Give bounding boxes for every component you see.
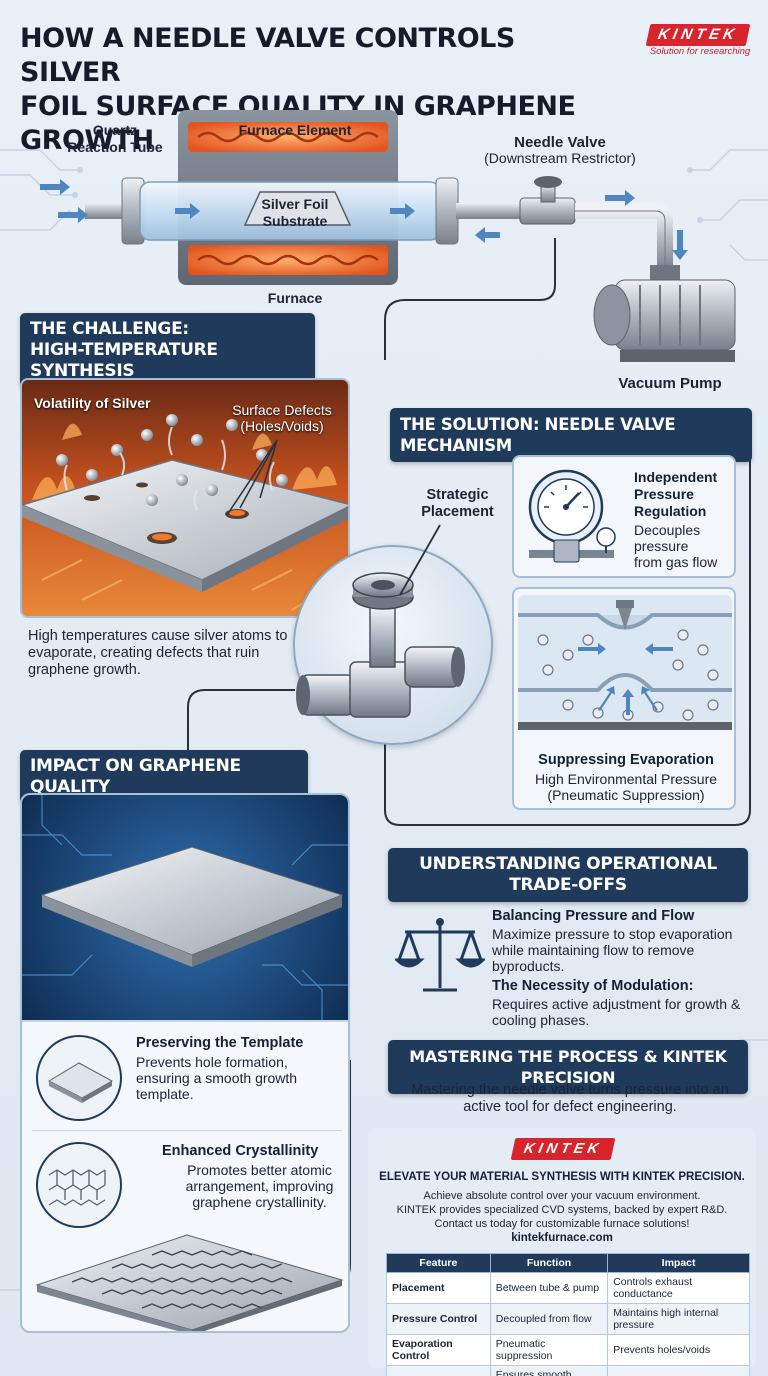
- tradeoffs-heading: UNDERSTANDING OPERATIONAL TRADE-OFFS: [388, 848, 748, 902]
- modulation-body: Requires active adjustment for growth & …: [492, 996, 741, 1028]
- pressure-gauge-icon: [528, 469, 616, 563]
- graphene-lattice-illustration: [35, 1234, 344, 1331]
- label-strategic-placement: Strategic Placement: [421, 487, 494, 520]
- solution-heading: THE SOLUTION: NEEDLE VALVE MECHANISM: [390, 408, 752, 462]
- needle-valve-detail: [293, 545, 493, 745]
- modulation-title: The Necessity of Modulation:: [492, 978, 694, 994]
- table-cell: Decoupled from flow: [489, 1303, 609, 1335]
- cta-panel: KINTEK ELEVATE YOUR MATERIAL SYNTHESIS W…: [368, 1128, 756, 1376]
- label-vacuum-pump: Vacuum Pump: [618, 375, 722, 392]
- table-cell: Placement: [386, 1272, 491, 1304]
- cta-headline: ELEVATE YOUR MATERIAL SYNTHESIS WITH KIN…: [379, 1171, 745, 1183]
- pneumatic-suppression-diagram: [518, 595, 732, 730]
- label-furnace: Furnace: [267, 290, 323, 306]
- table-cell: Maintains high internal pressure: [607, 1303, 750, 1335]
- smooth-foil-illustration: [22, 795, 348, 1020]
- balance-body: Maximize pressure to stop evaporation wh…: [492, 926, 733, 974]
- table-cell: Ensures smooth template: [489, 1365, 609, 1376]
- table-cell: Enhances crystallinity: [607, 1365, 750, 1376]
- table-header-row: Feature Function Impact: [386, 1253, 750, 1273]
- suppressing-evaporation-panel: Suppressing Evaporation High Environment…: [512, 587, 736, 810]
- table-row: Surface Integrity Ensures smooth templat…: [386, 1365, 750, 1376]
- table-header: Feature: [386, 1253, 491, 1273]
- table-cell: Controls exhaust conductance: [607, 1272, 750, 1304]
- template-title: Preserving the Template: [136, 1035, 304, 1051]
- independent-pressure-panel: Independent Pressure Regulation Decouple…: [512, 455, 736, 578]
- balance-scale-icon: [395, 918, 485, 992]
- table-cell: Pressure Control: [386, 1303, 491, 1335]
- cta-kintek-logo[interactable]: KINTEK: [510, 1138, 616, 1160]
- table-row: Evaporation Control Pneumatic suppressio…: [386, 1334, 750, 1366]
- challenge-heading: THE CHALLENGE: HIGH-TEMPERATURE SYNTHESI…: [20, 313, 315, 388]
- label-furnace-element: Furnace Element: [238, 122, 352, 138]
- crystal-title: Enhanced Crystallinity: [162, 1143, 319, 1159]
- impact-panel: Preserving the Template Prevents hole fo…: [20, 793, 350, 1333]
- table-cell: Between tube & pump: [489, 1272, 609, 1304]
- mastering-body: Mastering the needle valve turns pressur…: [411, 1082, 729, 1115]
- silver-foil: [243, 191, 352, 226]
- label-needle-valve-sub: (Downstream Restrictor): [484, 150, 636, 166]
- crystal-body: Promotes better atomic arrangement, impr…: [185, 1162, 334, 1210]
- label-silver-foil: Silver Foil Substrate: [261, 196, 329, 229]
- table-header: Impact: [607, 1253, 750, 1273]
- challenge-illustration: Volatility of Silver Surface Defects (Ho…: [20, 378, 350, 618]
- cta-body: Achieve absolute control over your vacuu…: [396, 1190, 728, 1230]
- table-header: Function: [489, 1253, 609, 1273]
- table-cell: Pneumatic suppression: [489, 1334, 609, 1366]
- label-volatility: Volatility of Silver: [34, 395, 151, 411]
- suppress-body: High Environmental Pressure (Pneumatic S…: [534, 771, 718, 803]
- label-quartz-tube: Quartz Reaction Tube: [67, 122, 163, 155]
- process-diagram: [40, 110, 736, 362]
- challenge-caption: High temperatures cause silver atoms to …: [28, 628, 288, 678]
- feature-table-wrap: Feature Function Impact Placement Betwee…: [386, 1253, 750, 1376]
- table-cell: Surface Integrity: [386, 1365, 491, 1376]
- independent-body: Decouples pressure from gas flow: [634, 522, 718, 570]
- suppress-title: Suppressing Evaporation: [538, 752, 714, 768]
- template-body: Prevents hole formation, ensuring a smoo…: [136, 1054, 298, 1102]
- smooth-template-icon: [36, 1035, 122, 1121]
- needle-valve-icon: [296, 572, 465, 718]
- table-row: Placement Between tube & pump Controls e…: [386, 1272, 750, 1304]
- page-title: HOW A NEEDLE VALVE CONTROLS SILVER FOIL …: [20, 23, 576, 156]
- cta-url-link[interactable]: kintekfurnace.com: [511, 1232, 613, 1244]
- label-surface-defects: Surface Defects (Holes/Voids): [232, 402, 332, 434]
- mastering-heading: MASTERING THE PROCESS & KINTEK PRECISION: [388, 1040, 748, 1094]
- feature-table: Feature Function Impact Placement Betwee…: [386, 1253, 750, 1376]
- independent-title: Independent Pressure Regulation: [634, 469, 718, 519]
- crystal-lattice-icon: [36, 1142, 122, 1228]
- heating-element-bottom: [188, 245, 388, 275]
- balance-title: Balancing Pressure and Flow: [492, 908, 695, 924]
- label-needle-valve: Needle Valve: [514, 134, 606, 151]
- logo-tagline: Solution for researching: [649, 46, 751, 57]
- table-cell: Evaporation Control: [386, 1334, 491, 1366]
- strategic-placement-pointer: [399, 524, 441, 596]
- table-cell: Prevents holes/voids: [607, 1334, 750, 1366]
- heating-element-top: [188, 122, 388, 152]
- silver-foil-defects: [22, 414, 348, 611]
- table-row: Pressure Control Decoupled from flow Mai…: [386, 1303, 750, 1335]
